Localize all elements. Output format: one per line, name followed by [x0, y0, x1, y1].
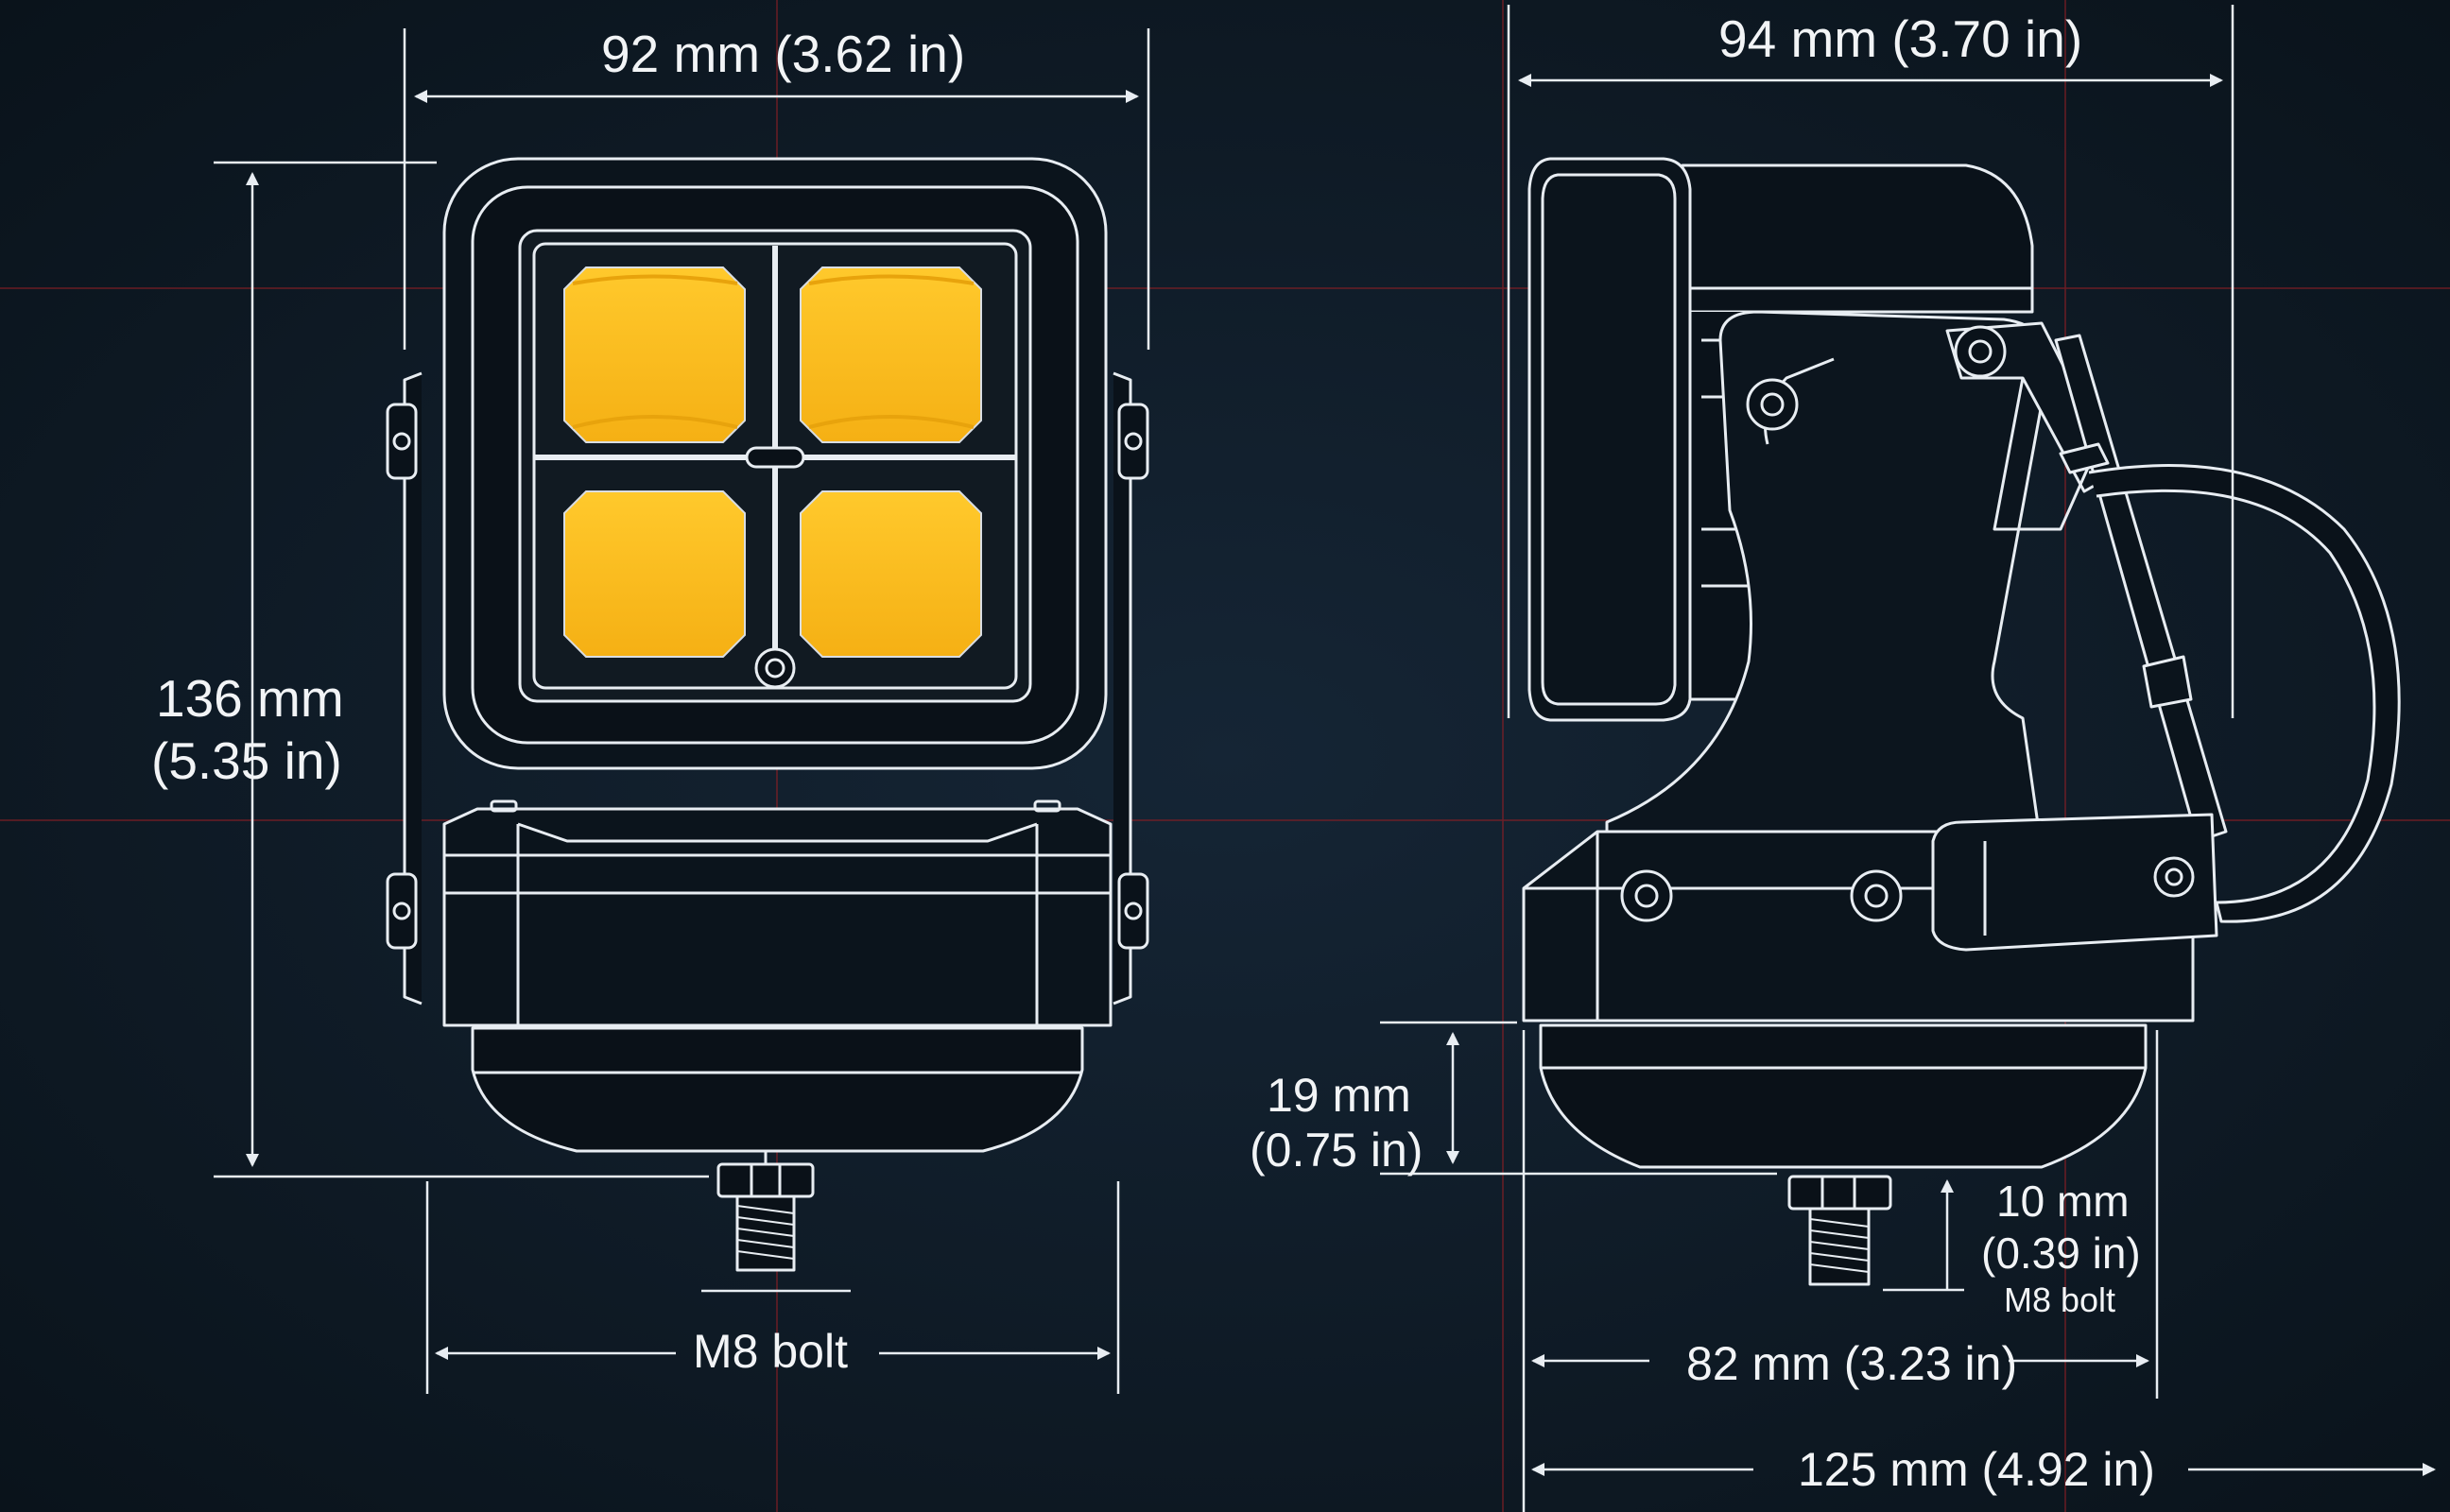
- front-bolt-label: M8 bolt: [693, 1325, 848, 1378]
- front-view-base: [442, 799, 1113, 1272]
- side-view-lamp: [1522, 157, 2401, 1286]
- led-bottom-right: [800, 490, 982, 658]
- side-total-depth-label: 125 mm (4.92 in): [1798, 1443, 2155, 1496]
- side-base-height-in: (0.75 in): [1250, 1124, 1423, 1177]
- led-bottom-left: [563, 490, 746, 658]
- front-width-label: 92 mm (3.62 in): [601, 25, 966, 83]
- side-bolt-length-in: (0.39 in): [1981, 1228, 2141, 1278]
- led-top-left: [563, 266, 746, 443]
- side-depth-label: 94 mm (3.70 in): [1718, 9, 2083, 68]
- side-base-width-label: 82 mm (3.23 in): [1686, 1337, 2018, 1390]
- side-bolt-length-mm: 10 mm: [1996, 1177, 2130, 1226]
- front-height-label-mm: 136 mm: [156, 669, 344, 728]
- side-base-height-mm: 19 mm: [1267, 1069, 1411, 1122]
- front-height-label-in: (5.35 in): [151, 731, 342, 790]
- side-dimensions: [1380, 5, 2436, 1512]
- led-top-right: [800, 266, 982, 443]
- led-modules: [563, 266, 982, 658]
- side-bolt-label: M8 bolt: [2004, 1280, 2116, 1319]
- front-dimensions: [214, 28, 1150, 1394]
